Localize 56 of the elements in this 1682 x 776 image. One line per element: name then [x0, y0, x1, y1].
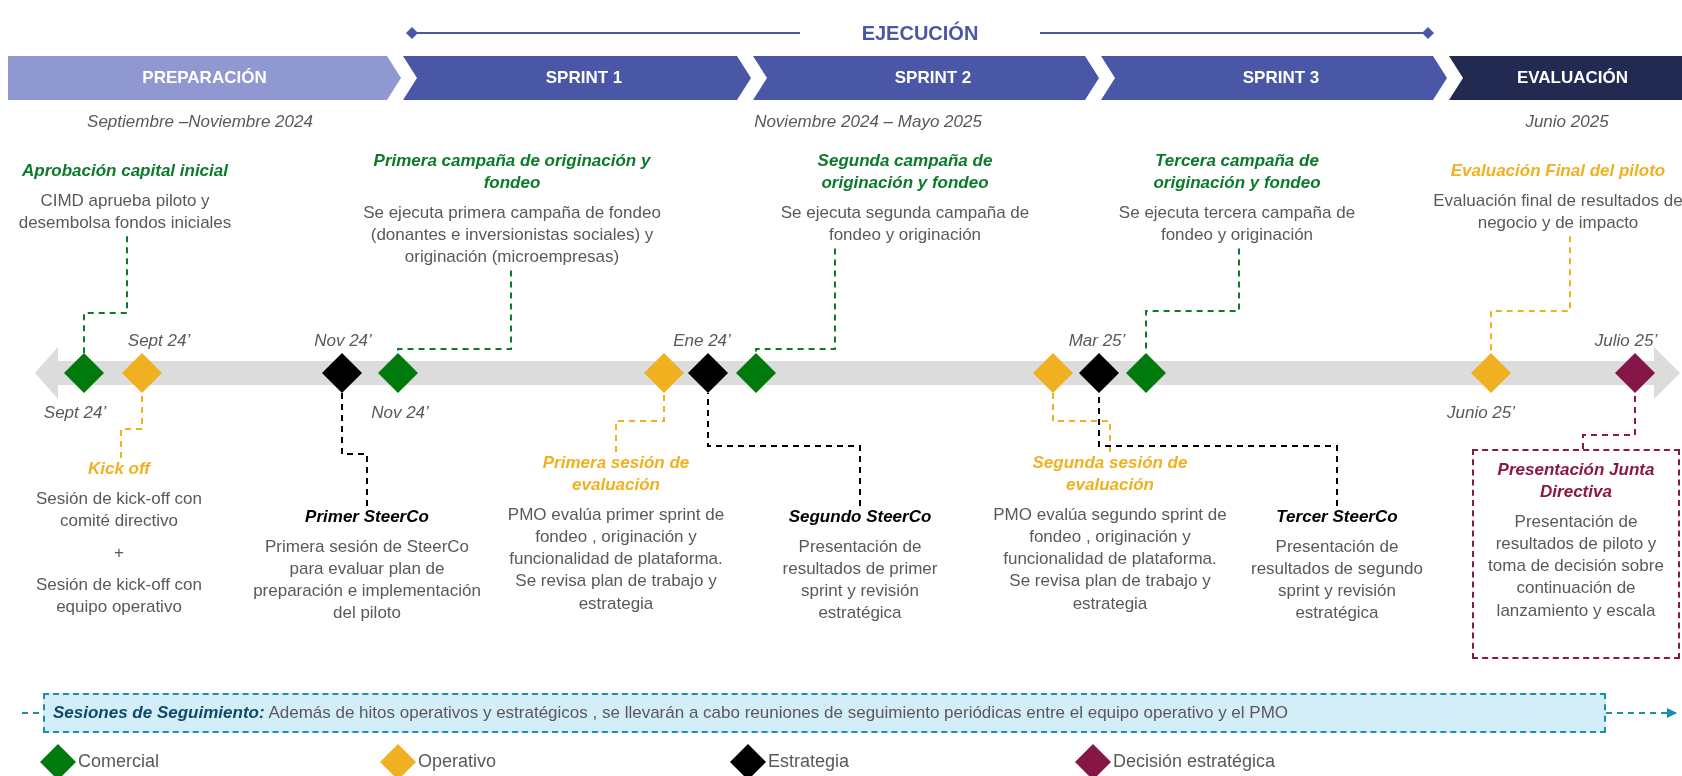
callout-box: [1472, 449, 1680, 659]
milestone-description: PMO evalúa primer sprint de fondeo , originación y funcionalidad de plataforma. Se revisa plan de trabajo y estrategia: [506, 504, 726, 615]
leader-line: [707, 392, 861, 507]
milestone-title: Segundo SteerCo: [787, 506, 933, 528]
date-label: Nov 24’: [371, 403, 429, 423]
date-label: Sept 24’: [127, 331, 191, 351]
milestone-description: CIMD aprueba piloto y desembolsa fondos iniciales: [17, 190, 233, 235]
milestone-description: Se ejecuta segunda campaña de fondeo y originación: [779, 202, 1031, 247]
date-label: Julio 25’: [1594, 331, 1658, 351]
leader-line: [341, 392, 368, 507]
leader-line: [83, 235, 128, 354]
milestone-description: Se ejecuta primera campaña de fondeo (donantes e inversionistas sociales) y originación (microempresas): [362, 202, 662, 269]
milestone-title: Tercer SteerCo: [1275, 506, 1399, 528]
leader-line: [615, 392, 665, 453]
milestone-title: Primera campaña de originación y fondeo: [372, 150, 652, 195]
section-label: EJECUCIÓN: [861, 21, 979, 45]
milestone-description: Presentación de resultados de primer sprint y revisión estratégica: [781, 536, 939, 625]
milestone-title: Tercera campaña de originación y fondeo: [1152, 150, 1322, 195]
milestone-description: Primera sesión de SteerCo para evaluar plan de preparación e implementación del piloto: [252, 536, 482, 625]
milestone-description: Evaluación final de resultados de negocio y de impacto: [1433, 190, 1682, 235]
legend-label: Comercial: [78, 751, 160, 772]
milestone-description: Presentación de resultados de segundo sprint y revisión estratégica: [1250, 536, 1424, 625]
date-label: Junio 25’: [1446, 403, 1516, 423]
milestone-description: Se ejecuta tercera campaña de fondeo y originación: [1117, 202, 1357, 247]
milestone-description: PMO evalúa segundo sprint de fondeo , originación y funcionalidad de plataforma. Se revisa plan de trabajo y estrategia: [992, 504, 1228, 615]
date-range: Septiembre –Noviembre 2024: [87, 112, 313, 132]
phase-band: SPRINT 1: [403, 56, 751, 100]
legend-label: Estrategia: [768, 751, 850, 772]
note-box: Sesiones de Seguimiento: Además de hitos operativos y estratégicos , se llevarán a cabo reuniones de seguimiento periódicas entre el equipo operativo y el PMO: [43, 693, 1606, 733]
milestone-description: Sesión de kick-off con comité directivo: [35, 488, 203, 533]
date-label: Nov 24’: [314, 331, 372, 351]
leader-line: [1052, 392, 1111, 453]
legend-label: Operativo: [418, 751, 497, 772]
phase-band: SPRINT 3: [1101, 56, 1447, 100]
milestone-description: +: [113, 542, 125, 565]
date-label: Mar 25’: [1068, 331, 1126, 351]
milestone-description: Presentación de resultados de piloto y toma de decisión sobre continuación de lanzamiento y escala: [1487, 511, 1665, 622]
date-label: Sept 24’: [43, 403, 107, 423]
milestone-description: Sesión de kick-off con equipo operativo: [35, 574, 203, 619]
milestone-title: Primera sesión de evaluación: [541, 452, 691, 497]
milestone-title: Evaluación Final del piloto: [1449, 160, 1667, 182]
milestone-title: Primer SteerCo: [304, 506, 430, 528]
arrow: [1605, 708, 1677, 718]
date-range: Noviembre 2024 – Mayo 2025: [754, 112, 982, 132]
phase-band: PREPARACIÓN: [8, 56, 401, 100]
date-range: Junio 2025: [1525, 112, 1609, 132]
legend-label: Decisión estratégica: [1113, 751, 1276, 772]
phase-band: EVALUACIÓN: [1449, 56, 1682, 100]
date-label: Ene 24’: [673, 331, 731, 351]
phase-band: SPRINT 2: [753, 56, 1099, 100]
milestone-title: Segunda campaña de originación y fondeo: [816, 150, 994, 195]
milestone-title: Aprobación capital inicial: [21, 160, 230, 182]
leader-line: [755, 247, 836, 354]
milestone-title: Segunda sesión de evaluación: [1031, 452, 1189, 497]
milestone-title: Kick off: [86, 458, 153, 480]
milestone-title: Presentación Junta Directiva: [1496, 459, 1656, 504]
